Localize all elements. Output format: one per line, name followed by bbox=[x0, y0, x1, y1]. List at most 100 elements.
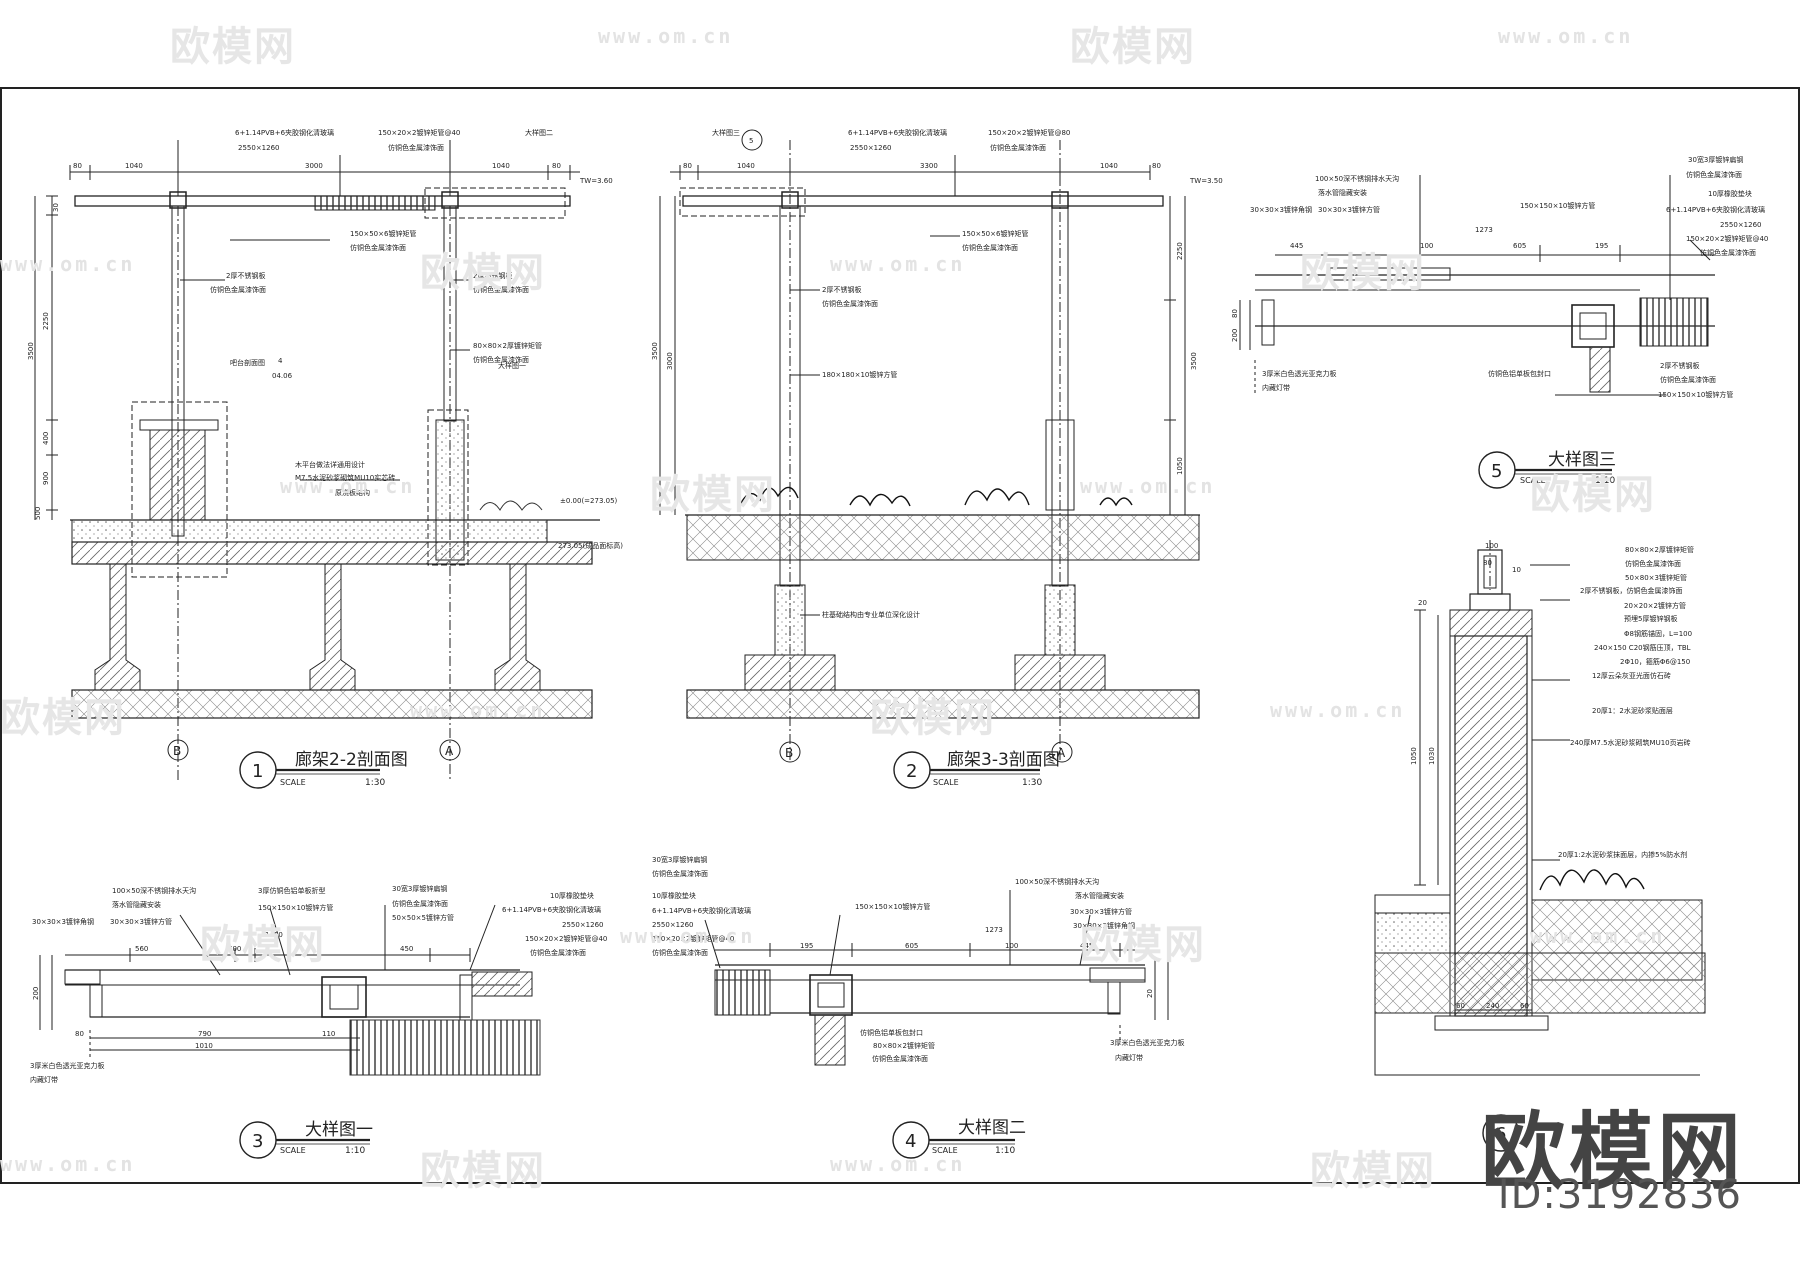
d6-ann-6: Φ8钢筋锚固，L=100 bbox=[1624, 629, 1692, 638]
watermark-logo: 欧模网 bbox=[1310, 1148, 1436, 1194]
d1-level-slab: 273.05(成品面标高) bbox=[558, 541, 623, 550]
d3-dim-6: 790 bbox=[198, 1030, 211, 1038]
d4-ann-8: 100×50深不锈钢排水天沟 bbox=[1015, 877, 1099, 886]
d4-ann-6: 仿铜色金属漆饰面 bbox=[652, 948, 708, 957]
d6-ann-1: 仿铜色金属漆饰面 bbox=[1625, 559, 1681, 568]
d1-axis-a: A bbox=[445, 744, 454, 758]
d1-dim-top-3: 1040 bbox=[492, 162, 510, 170]
d5-dim-6: 200 bbox=[1231, 329, 1239, 342]
d4-ann-3: 6+1.14PVB+6夹胶钢化清玻璃 bbox=[652, 906, 751, 915]
d6-dim-5: 60 bbox=[1456, 1002, 1465, 1010]
d1-ref-bar: 吧台剖面图 bbox=[230, 358, 265, 367]
d1-ann-0: 6+1.14PVB+6夹胶钢化清玻璃 bbox=[235, 128, 334, 137]
axis-bubble-a-1 bbox=[439, 739, 461, 761]
d4-ann-14: 仿铜色金属漆饰面 bbox=[872, 1054, 928, 1063]
watermark-url: www.om.cn bbox=[1270, 698, 1406, 722]
watermark-logo: 欧模网 bbox=[1300, 250, 1426, 296]
d2-ref-large3: 大样图三 bbox=[712, 128, 740, 137]
d2-scale-label: SCALE bbox=[933, 778, 959, 787]
d5-ann-11: 仿铜色金属漆饰面 bbox=[1700, 248, 1756, 257]
d6-dim-4: 10 bbox=[1512, 566, 1521, 574]
d1-ann-11: 仿铜色金属漆饰面 bbox=[473, 355, 529, 364]
d6-dim-3: 80 bbox=[1483, 559, 1492, 567]
d5-scale-label: SCALE bbox=[1520, 476, 1546, 485]
d2-ann-2: 150×20×2镀锌矩管@80 bbox=[988, 128, 1070, 137]
watermark-url: www.om.cn bbox=[1530, 924, 1666, 948]
d3-dim-3: 450 bbox=[400, 945, 413, 953]
d3-ann-3: 30×30×3镀锌方管 bbox=[110, 917, 172, 926]
d1-ann-10: 80×80×2厚镀锌矩管 bbox=[473, 341, 542, 350]
d3-ann-4: 3厚仿铜色铝单板折型 bbox=[258, 886, 325, 895]
d1-dim-left-3: 400 bbox=[42, 432, 50, 445]
watermark-logo: 欧模网 bbox=[420, 1148, 546, 1194]
d5-dim-5: 80 bbox=[1231, 309, 1239, 318]
d2-bubble-no: 5 bbox=[749, 137, 753, 145]
watermark-logo: 欧模网 bbox=[0, 695, 126, 741]
watermark-logo: 欧模网 bbox=[1070, 24, 1196, 70]
d5-ann-9: 2550×1260 bbox=[1720, 221, 1762, 229]
watermark-url: www.om.cn bbox=[830, 1152, 966, 1176]
d6-ann-12: 20厚1:2水泥砂浆抹面层，内掺5%防水剂 bbox=[1558, 850, 1687, 859]
d5-ann-12: 2厚不锈钢板 bbox=[1660, 361, 1699, 370]
d5-ann-10: 150×20×2镀锌矩管@40 bbox=[1686, 234, 1768, 243]
d1-dim-top-4: 80 bbox=[552, 162, 561, 170]
d5-dim-0: 1273 bbox=[1475, 226, 1493, 234]
d2-ann-1: 2550×1260 bbox=[850, 144, 892, 152]
d5-ann-16: 3厚米白色透光亚克力板 bbox=[1262, 369, 1336, 378]
watermark-logo: 欧模网 bbox=[420, 250, 546, 296]
d1-ann-14: 原浇板结构 bbox=[335, 488, 370, 497]
d4-dim-0: 1273 bbox=[985, 926, 1003, 934]
d6-ann-7: 240×150 C20钢筋压顶，TBL bbox=[1594, 643, 1691, 652]
d3-ann-5: 150×150×10镀锌方管 bbox=[258, 903, 333, 912]
d5-dim-3: 605 bbox=[1513, 242, 1526, 250]
d6-dim-6: 240 bbox=[1486, 1002, 1499, 1010]
d6-ann-11: 240厚M7.5水泥砂浆砌筑MU10页岩砖 bbox=[1570, 738, 1691, 747]
d2-dim-left-1: 3000 bbox=[666, 352, 674, 370]
d1-ref-large2: 大样图二 bbox=[525, 128, 553, 137]
d3-ann-8: 50×50×5镀锌方管 bbox=[392, 913, 454, 922]
d3-ann-11: 2550×1260 bbox=[562, 921, 604, 929]
d3-ann-1: 落水管隐藏安装 bbox=[112, 900, 161, 909]
d2-dim-top-3: 1040 bbox=[1100, 162, 1118, 170]
d2-number: 2 bbox=[906, 761, 917, 782]
d3-dim-2: 1450 bbox=[265, 931, 283, 939]
d4-title: 大样图二 bbox=[958, 1118, 1026, 1138]
d5-ann-5: 30宽3厚镀锌扁钢 bbox=[1688, 155, 1743, 164]
d6-ann-8: 2Φ10，箍筋Φ6@150 bbox=[1620, 657, 1690, 666]
d3-ann-6: 30宽3厚镀锌扁钢 bbox=[392, 884, 447, 893]
d1-ann-8: 2厚不锈钢板 bbox=[473, 271, 512, 280]
d5-scale: 1:10 bbox=[1595, 476, 1615, 486]
d1-ann-2: 150×20×2镀锌矩管@40 bbox=[378, 128, 460, 137]
d1-scale: 1:30 bbox=[365, 778, 385, 788]
d2-scale: 1:30 bbox=[1022, 778, 1042, 788]
watermark-url: www.om.cn bbox=[598, 24, 734, 48]
d3-dim-5: 1010 bbox=[195, 1042, 213, 1050]
d3-dim-0: 560 bbox=[135, 945, 148, 953]
corner-watermark-logo: 欧模网 bbox=[1480, 1103, 1745, 1201]
d6-ann-3: 2厚不锈钢板，仿铜色金属漆饰面 bbox=[1580, 586, 1682, 595]
d1-ann-13: M7.5水泥砂浆砌筑MU10实芯砖 bbox=[295, 473, 395, 482]
d1-axis-b: B bbox=[173, 744, 181, 758]
watermark-logo: 欧模网 bbox=[1530, 472, 1656, 518]
d5-ann-2: 30×30×3镀锌角钢 bbox=[1250, 205, 1312, 214]
d4-ann-2: 10厚橡胶垫块 bbox=[652, 891, 696, 900]
d3-ann-12: 150×20×2镀锌矩管@40 bbox=[525, 934, 607, 943]
d1-dim-left-5: 500 bbox=[34, 507, 42, 520]
d3-ann-2: 30×30×3镀锌角钢 bbox=[32, 917, 94, 926]
d6-dim-2: 100 bbox=[1485, 542, 1498, 550]
d5-ann-17: 内藏灯带 bbox=[1262, 383, 1290, 392]
d3-scale-label: SCALE bbox=[280, 1146, 306, 1155]
watermark-url: www.om.cn bbox=[620, 924, 756, 948]
d4-dim-3: 100 bbox=[1005, 942, 1018, 950]
d6-ann-9: 12厚云朵灰亚光面仿石砖 bbox=[1592, 671, 1671, 680]
d5-number: 5 bbox=[1491, 461, 1502, 482]
d3-ann-13: 仿铜色金属漆饰面 bbox=[530, 948, 586, 957]
d2-axis-b: B bbox=[785, 746, 793, 760]
d1-ref-bar-sheet: 04.06 bbox=[272, 372, 293, 380]
d1-dim-left-1: 2250 bbox=[42, 312, 50, 330]
d6-dim-0: 1050 bbox=[1410, 747, 1418, 765]
d1-ann-12: 木平台做法详通用设计 bbox=[295, 460, 365, 469]
d2-ann-9: 柱基础结构由专业单位深化设计 bbox=[822, 610, 920, 619]
watermark-logo: 欧模网 bbox=[870, 695, 996, 741]
d6-ann-10: 20厚1：2水泥砂浆贴面层 bbox=[1592, 706, 1673, 715]
